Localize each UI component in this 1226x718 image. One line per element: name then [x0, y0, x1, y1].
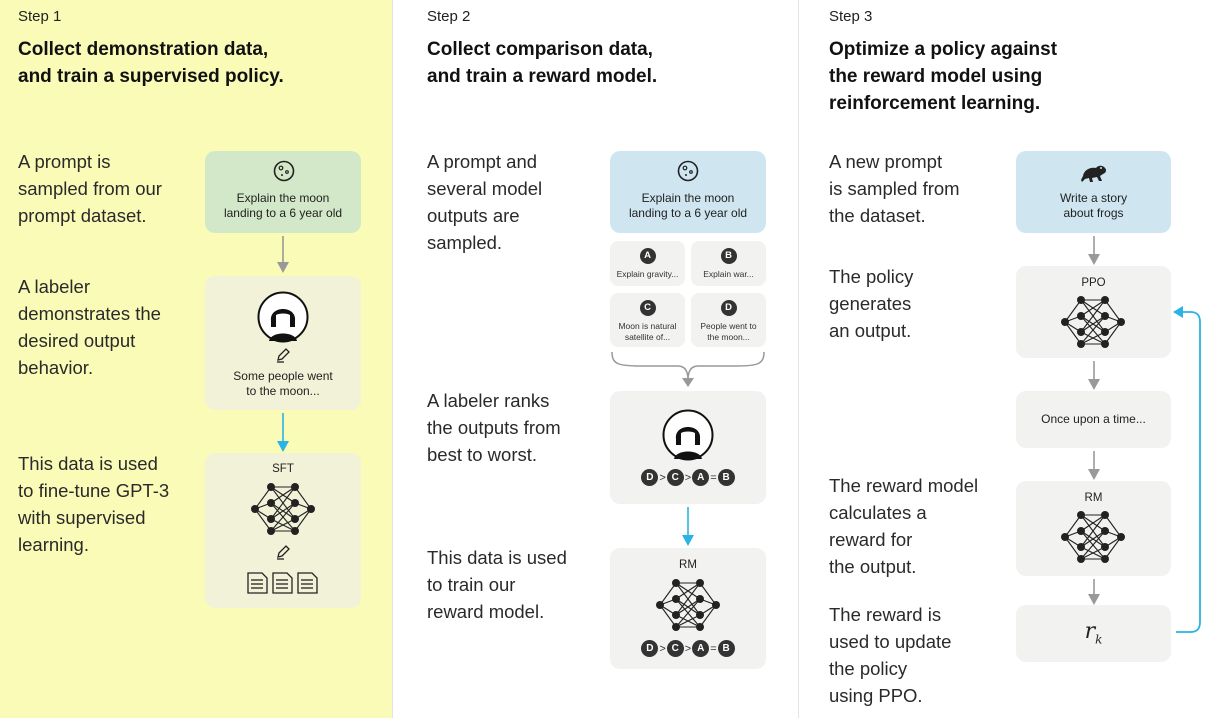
step1-demo-text: Some people went to the moon... — [233, 369, 333, 398]
output-text-c: Moon is natural satellite of... — [618, 321, 677, 342]
step1-desc-demo: A labeler demonstrates the desired outpu… — [18, 276, 161, 378]
reward-symbol: r — [1084, 619, 1096, 644]
step2-desc-train: This data is used to train our reward mo… — [427, 547, 567, 622]
output-text-d: People went to the moon... — [700, 321, 757, 342]
brace-merge-icon — [611, 351, 765, 387]
arrow-down-icon — [1088, 451, 1100, 480]
step1-demo-box: Some people went to the moon... — [205, 276, 361, 410]
feedback-loop-arrow-icon — [1173, 306, 1201, 633]
neural-network-icon — [656, 579, 720, 631]
labeler-avatar-icon — [257, 291, 309, 343]
rank-item: C — [666, 640, 684, 657]
rank-item: A — [692, 469, 710, 486]
step2-title: Collect comparison data, and train a rew… — [427, 39, 658, 87]
output-letter-b: B — [720, 248, 737, 264]
documents-icon — [247, 572, 318, 594]
step2-prompt-box: Explain the moon landing to a 6 year old — [610, 151, 766, 233]
step3-desc-rm: The reward model calculates a reward for… — [829, 475, 979, 577]
step3-desc-update: The reward is used to update the policy … — [829, 604, 952, 706]
output-text-a: Explain gravity... — [616, 269, 679, 279]
step3-reward-box: rk — [1016, 605, 1171, 662]
column-divider — [798, 0, 799, 718]
output-letter-d: D — [720, 300, 737, 316]
step2-column: Step 2 Collect comparison data, and trai… — [392, 0, 798, 718]
step2-rank-box: D>C>A=B — [610, 391, 766, 504]
rank-item: D — [641, 640, 659, 657]
step3-label: Step 3 — [829, 8, 873, 25]
sft-label: SFT — [272, 463, 294, 475]
arrow-down-blue-icon — [277, 413, 289, 452]
step1-column: Step 1 Collect demonstration data, and t… — [0, 0, 392, 718]
step1-label: Step 1 — [18, 8, 62, 25]
step3-title: Optimize a policy against the reward mod… — [829, 39, 1058, 114]
column-divider — [392, 0, 393, 718]
rm-label: RM — [1084, 492, 1103, 504]
output-box-a: A Explain gravity... — [610, 241, 685, 286]
pencil-icon — [277, 545, 290, 560]
neural-network-icon — [1061, 511, 1125, 563]
ranking-row-rm: D>C>A=B — [610, 640, 766, 657]
arrow-down-icon — [1088, 579, 1100, 605]
arrow-down-icon — [1088, 361, 1100, 390]
rank-item: B — [717, 640, 735, 657]
output-box-b: B Explain war... — [691, 241, 766, 286]
arrow-down-blue-icon — [682, 507, 694, 546]
output-box-d: D People went to the moon... — [691, 293, 766, 347]
step1-prompt-text: Explain the moon landing to a 6 year old — [223, 191, 343, 220]
step1-title: Collect demonstration data, and train a … — [18, 39, 284, 87]
rank-item: C — [666, 469, 684, 486]
step3-desc-prompt: A new prompt is sampled from the dataset… — [829, 151, 960, 226]
ppo-label: PPO — [1081, 277, 1106, 289]
rank-op: > — [684, 471, 692, 484]
rank-op: > — [659, 642, 666, 655]
step3-prompt-text: Write a story about frogs — [1059, 191, 1128, 220]
step2-rm-box: RM D>C>A=B — [610, 548, 766, 669]
output-letter-c: C — [639, 300, 656, 316]
step3-column: Step 3 Optimize a policy against the rew… — [798, 0, 1226, 718]
reward-value: rk — [1016, 619, 1171, 646]
rank-op: > — [659, 471, 666, 484]
step3-ppo-box: PPO — [1016, 266, 1171, 358]
output-letter-a: A — [639, 248, 656, 264]
moon-icon — [273, 160, 295, 182]
step1-sft-box: SFT — [205, 453, 361, 608]
pencil-icon — [277, 348, 290, 363]
step2-desc-rank: A labeler ranks the outputs from best to… — [427, 390, 561, 465]
step1-desc-finetune: This data is used to fine-tune GPT-3 wit… — [18, 453, 170, 555]
step3-rm-box: RM — [1016, 481, 1171, 576]
rank-op: = — [710, 471, 717, 484]
labeler-avatar-icon — [662, 409, 714, 461]
rm-label: RM — [679, 559, 697, 571]
step2-prompt-text: Explain the moon landing to a 6 year old — [628, 191, 748, 220]
output-box-c: C Moon is natural satellite of... — [610, 293, 685, 347]
frog-icon — [1081, 165, 1107, 182]
arrow-down-icon — [1088, 236, 1100, 265]
ranking-row-labeler: D>C>A=B — [610, 469, 766, 486]
neural-network-icon — [251, 483, 315, 535]
reward-subscript: k — [1095, 632, 1103, 647]
step3-desc-policy: The policy generates an output. — [829, 266, 914, 341]
rank-item: B — [717, 469, 735, 486]
neural-network-icon — [1061, 296, 1125, 348]
rank-op: > — [684, 642, 692, 655]
rank-item: A — [692, 640, 710, 657]
step3-output-box: Once upon a time... — [1016, 391, 1171, 448]
rank-op: = — [710, 642, 717, 655]
step3-prompt-box: Write a story about frogs — [1016, 151, 1171, 233]
step1-prompt-box: Explain the moon landing to a 6 year old — [205, 151, 361, 233]
output-text-b: Explain war... — [703, 269, 754, 279]
moon-icon — [677, 160, 699, 182]
rank-item: D — [641, 469, 659, 486]
step2-label: Step 2 — [427, 8, 471, 25]
step3-output-text: Once upon a time... — [1041, 412, 1146, 426]
arrow-down-icon — [277, 236, 289, 273]
step1-desc-prompt: A prompt is sampled from our prompt data… — [18, 151, 162, 226]
step2-desc-sample: A prompt and several model outputs are s… — [427, 151, 543, 253]
